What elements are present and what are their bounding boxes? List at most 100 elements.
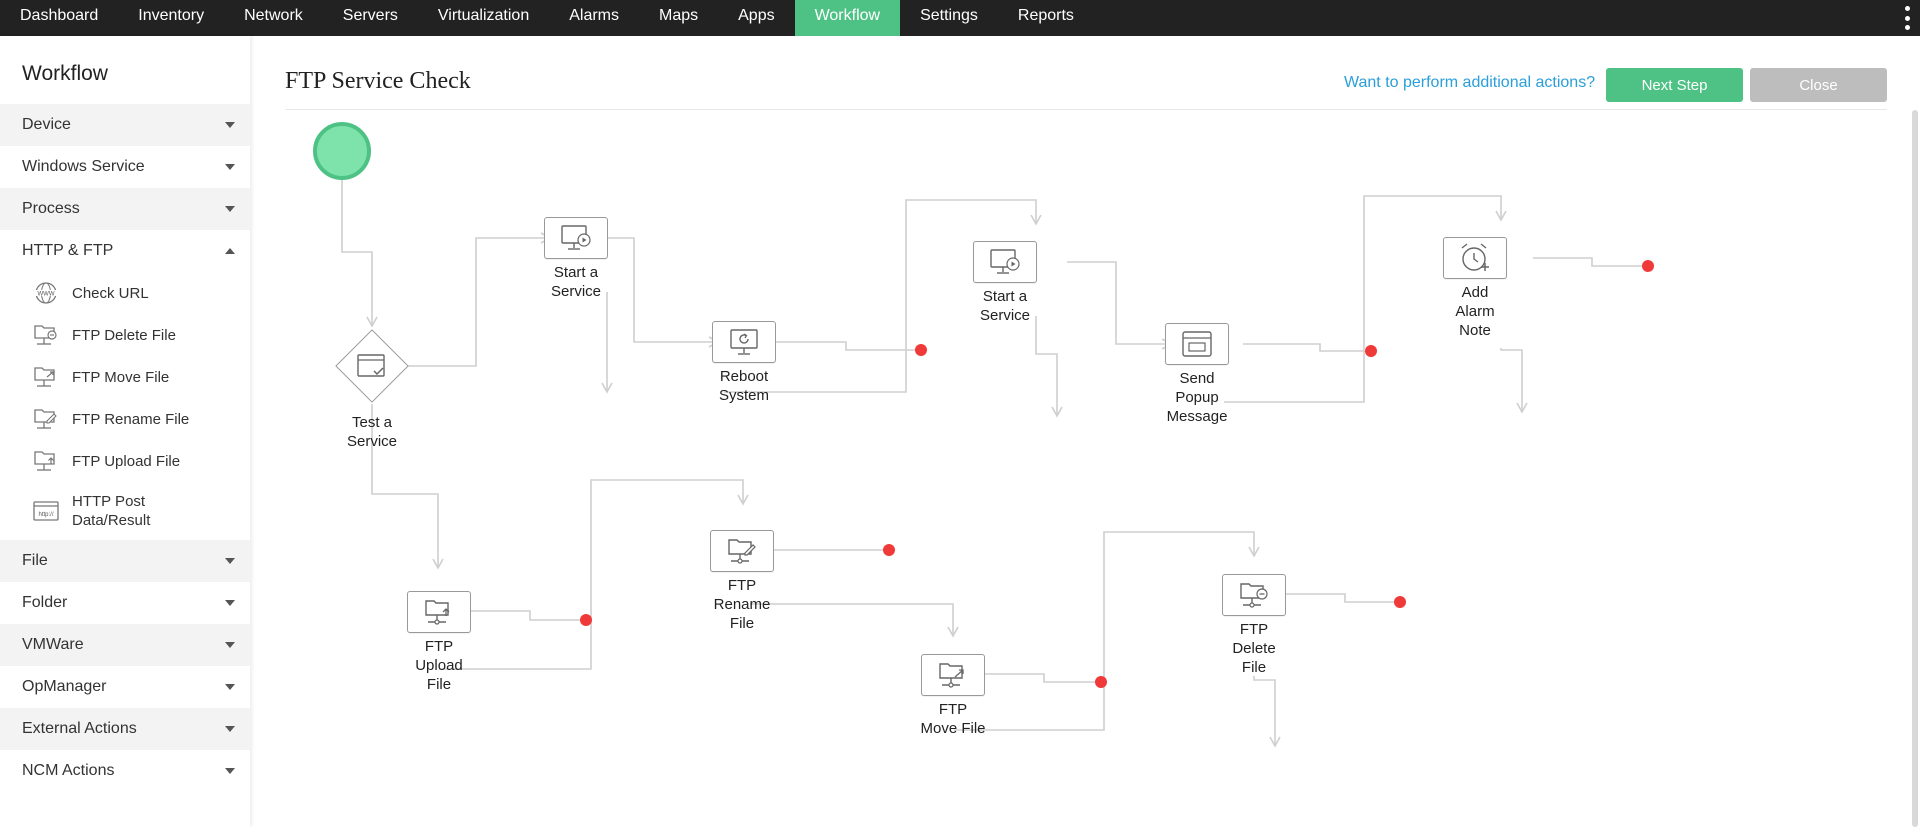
action-check-url[interactable]: WWW Check URL [0, 272, 250, 314]
monitor-reboot-icon [730, 329, 758, 355]
end-dot [580, 614, 592, 626]
category-folder[interactable]: Folder [0, 582, 250, 624]
category-windows-service[interactable]: Windows Service [0, 146, 250, 188]
alarm-clock-icon [1461, 243, 1489, 271]
connector [1067, 261, 1173, 350]
category-file[interactable]: File [0, 540, 250, 582]
test-service-decision[interactable] [335, 329, 409, 403]
action-label: HTTP Post Data/Result [72, 493, 151, 529]
nav-servers[interactable]: Servers [342, 7, 398, 24]
more-options-icon[interactable] [1904, 6, 1910, 30]
action-http-post-data[interactable]: http:// HTTP Post Data/Result [0, 482, 250, 540]
caret-down-icon [225, 164, 235, 170]
connector [408, 232, 552, 367]
end-dot [1642, 260, 1654, 272]
popup-window-icon [1182, 331, 1212, 357]
nav-alarms[interactable]: Alarms [569, 7, 619, 24]
ftp-upload-icon [34, 451, 55, 471]
connector [439, 479, 749, 670]
connector [772, 341, 921, 351]
close-button[interactable]: Close [1750, 68, 1887, 102]
page-title: FTP Service Check [285, 68, 471, 94]
category-vmware[interactable]: VMWare [0, 624, 250, 666]
vertical-scrollbar[interactable] [1912, 110, 1918, 827]
nav-network[interactable]: Network [244, 7, 303, 24]
ftp-move-icon [34, 367, 55, 387]
nav-apps[interactable]: Apps [738, 7, 775, 24]
nav-reports[interactable]: Reports [1017, 7, 1074, 24]
nav-maps[interactable]: Maps [659, 7, 699, 24]
end-dot [915, 344, 927, 356]
action-label: Check URL [72, 284, 149, 302]
category-process[interactable]: Process [0, 188, 250, 230]
action-label: FTP Rename File [72, 410, 190, 428]
action-label: FTP Move File [72, 368, 170, 386]
next-step-button[interactable]: Next Step [1606, 68, 1743, 102]
connector [471, 610, 586, 621]
action-ftp-move-file[interactable]: FTP Move File [0, 356, 250, 398]
sidebar-title: Workflow [22, 62, 108, 85]
caret-down-icon [225, 122, 235, 128]
connector [1285, 593, 1400, 603]
connector [1035, 316, 1063, 418]
svg-text:WWW: WWW [38, 292, 55, 298]
ftp-delete-icon [34, 325, 57, 345]
caret-down-icon [225, 726, 235, 732]
nav-dashboard[interactable]: Dashboard [20, 7, 99, 24]
nav-virtualization[interactable]: Virtualization [437, 7, 530, 24]
category-opmanager[interactable]: OpManager [0, 666, 250, 708]
end-dot [1365, 345, 1377, 357]
caret-down-icon [225, 558, 235, 564]
category-label: Windows Service [22, 158, 145, 175]
category-http-ftp[interactable]: HTTP & FTP [0, 230, 250, 272]
category-label: Device [22, 116, 71, 133]
connector [1224, 195, 1507, 403]
category-ncm-actions[interactable]: NCM Actions [0, 750, 250, 792]
workflow-main: FTP Service Check Want to perform additi… [250, 36, 1920, 827]
nav-settings[interactable]: Settings [920, 7, 978, 24]
action-ftp-rename-file[interactable]: FTP Rename File [0, 398, 250, 440]
top-navigation: Dashboard Inventory Network Servers Virt… [0, 0, 1920, 36]
sidebar-list: Device Windows Service Process HTTP & FT… [0, 104, 250, 792]
caret-down-icon [225, 684, 235, 690]
nav-inventory[interactable]: Inventory [138, 7, 205, 24]
workflow-sidebar: Workflow Device Windows Service Process … [0, 36, 250, 827]
http-window-icon: http:// [33, 501, 59, 521]
action-ftp-delete-file[interactable]: FTP Delete File [0, 314, 250, 356]
connector [984, 673, 1101, 683]
category-external-actions[interactable]: External Actions [0, 708, 250, 750]
nav-workflow[interactable]: Workflow [794, 0, 901, 36]
connector [1500, 348, 1528, 414]
connector [954, 531, 1260, 731]
end-dot [883, 544, 895, 556]
action-label: FTP Upload File [72, 452, 181, 470]
www-globe-icon: WWW [35, 282, 57, 304]
window-check-icon [357, 354, 385, 377]
category-label: Folder [22, 594, 68, 611]
monitor-play-icon [561, 225, 591, 250]
category-device[interactable]: Device [0, 104, 250, 146]
category-label: Process [22, 200, 80, 217]
end-dot [1394, 596, 1406, 608]
caret-down-icon [225, 206, 235, 212]
action-ftp-upload-file[interactable]: FTP Upload File [0, 440, 250, 482]
additional-actions-link[interactable]: Want to perform additional actions? [1344, 74, 1596, 91]
monitor-play-icon [990, 249, 1020, 274]
category-label: VMWare [22, 636, 84, 653]
svg-text:http://: http:// [38, 512, 53, 518]
header-divider [285, 109, 1887, 110]
